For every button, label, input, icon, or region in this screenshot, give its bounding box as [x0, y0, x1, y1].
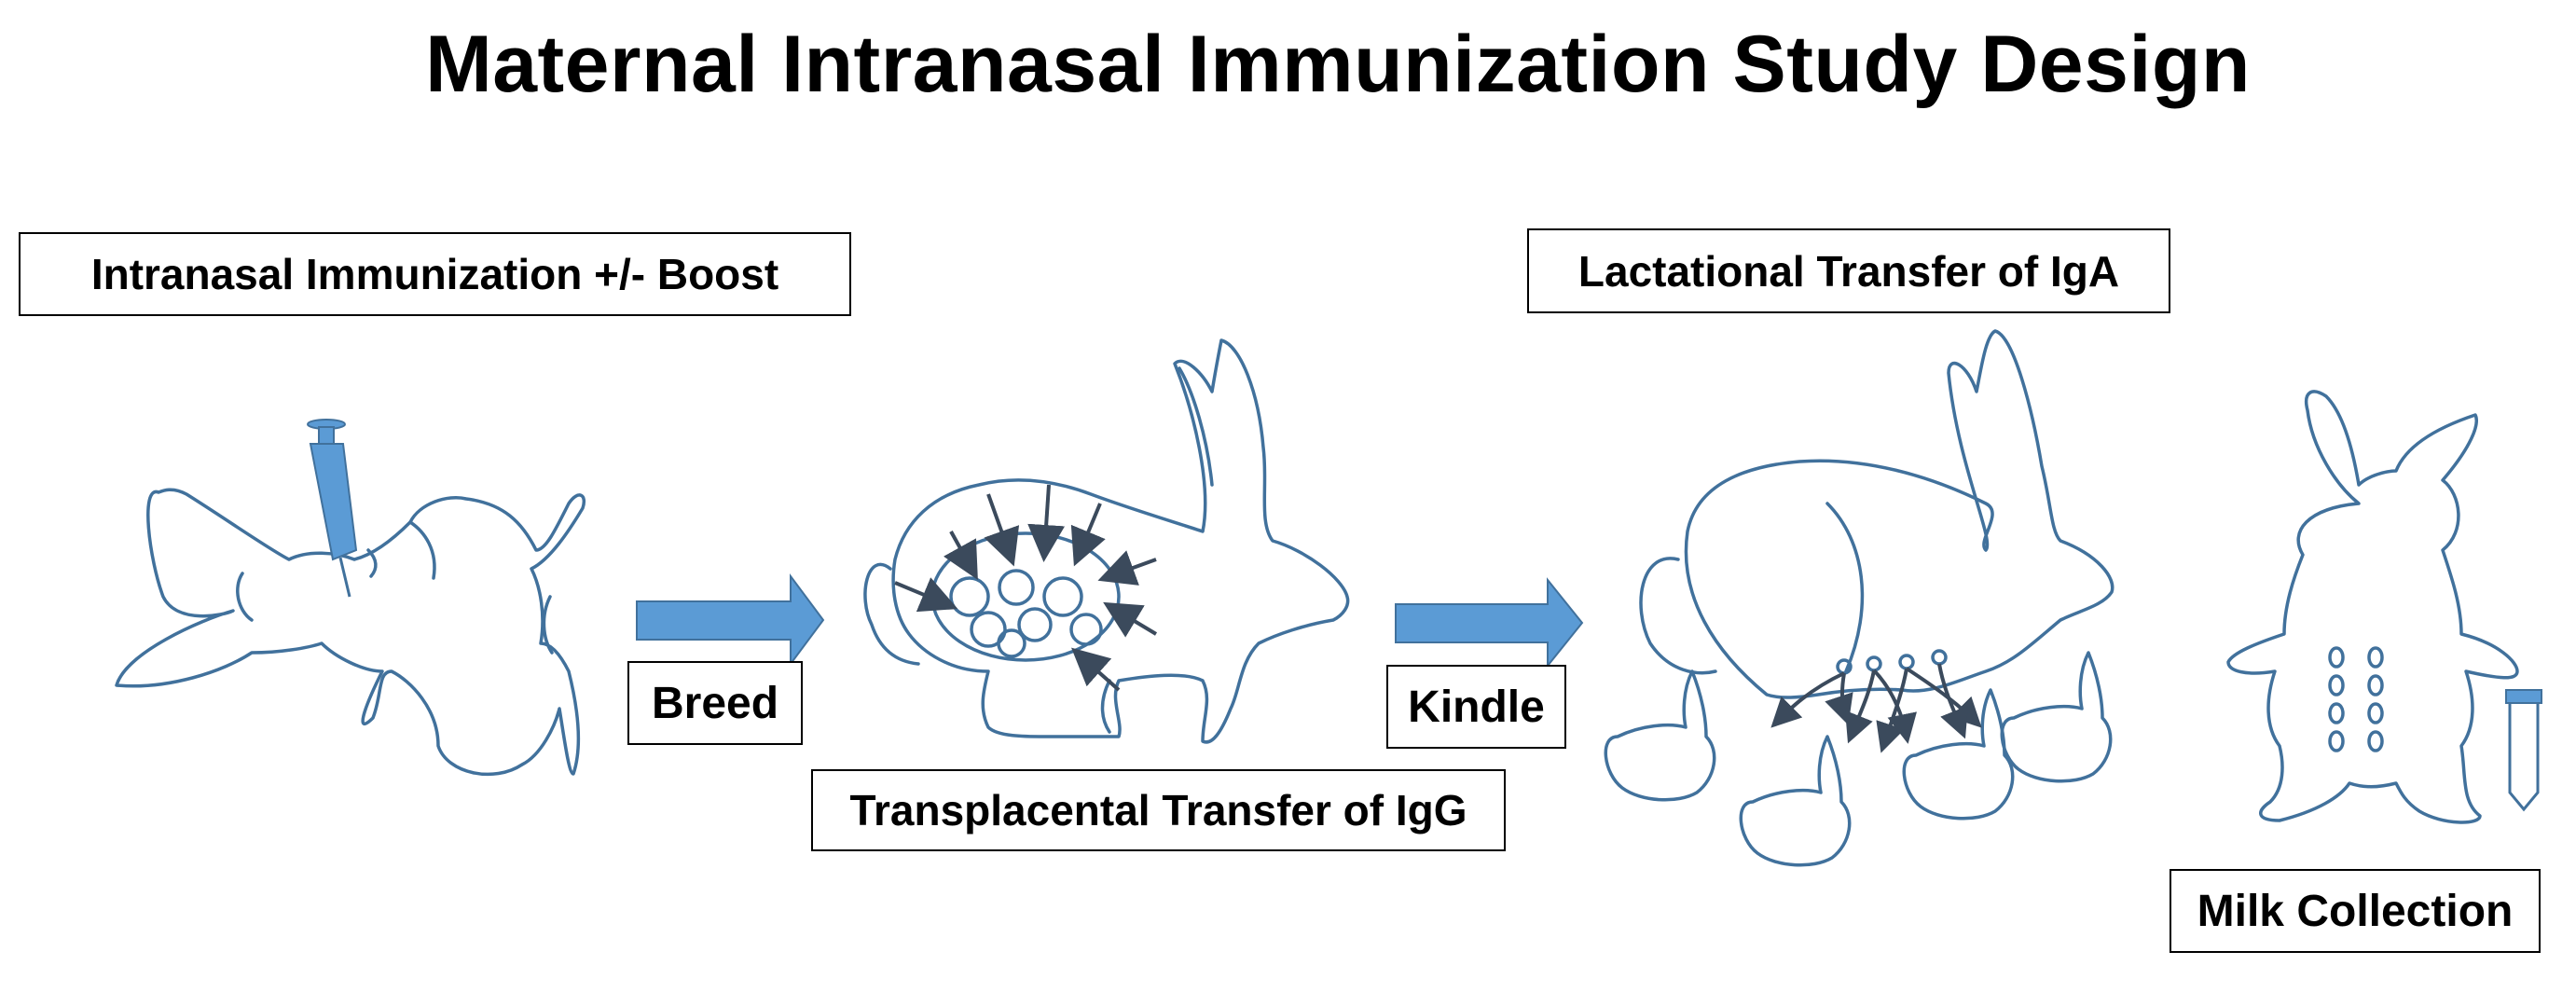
breed-arrow [636, 572, 825, 668]
teats [2328, 646, 2384, 752]
pregnant-rabbit [863, 338, 1350, 744]
immunization-label: Intranasal Immunization +/- Boost [19, 232, 851, 316]
rabbit-icon [891, 338, 1350, 744]
transplacental-label: Transplacental Transfer of IgG [811, 769, 1506, 851]
rabbit-icon [1684, 329, 2115, 699]
rabbit-icon [2226, 390, 2519, 824]
immunized-rabbit [115, 419, 585, 777]
test-tube-icon [2505, 689, 2542, 812]
kits [1604, 651, 2113, 867]
syringe-icon [307, 419, 358, 598]
lactational-label: Lactational Transfer of IgA [1527, 228, 2170, 313]
nursing-rabbit [1604, 329, 2115, 867]
iga-transfer-arrows [1770, 663, 1982, 753]
arrow-right-icon [1395, 577, 1584, 669]
page-title: Maternal Intranasal Immunization Study D… [425, 20, 2251, 109]
milk-collection-rabbit [2226, 390, 2542, 824]
milk-collection-label: Milk Collection [2170, 869, 2541, 953]
rabbit-icon [115, 488, 585, 777]
fetuses [949, 569, 1103, 658]
breed-label: Breed [627, 661, 803, 745]
kindle-arrow [1395, 577, 1584, 669]
arrow-right-icon [636, 572, 825, 668]
igg-transfer-arrows [894, 484, 1158, 692]
kindle-label: Kindle [1386, 665, 1566, 749]
